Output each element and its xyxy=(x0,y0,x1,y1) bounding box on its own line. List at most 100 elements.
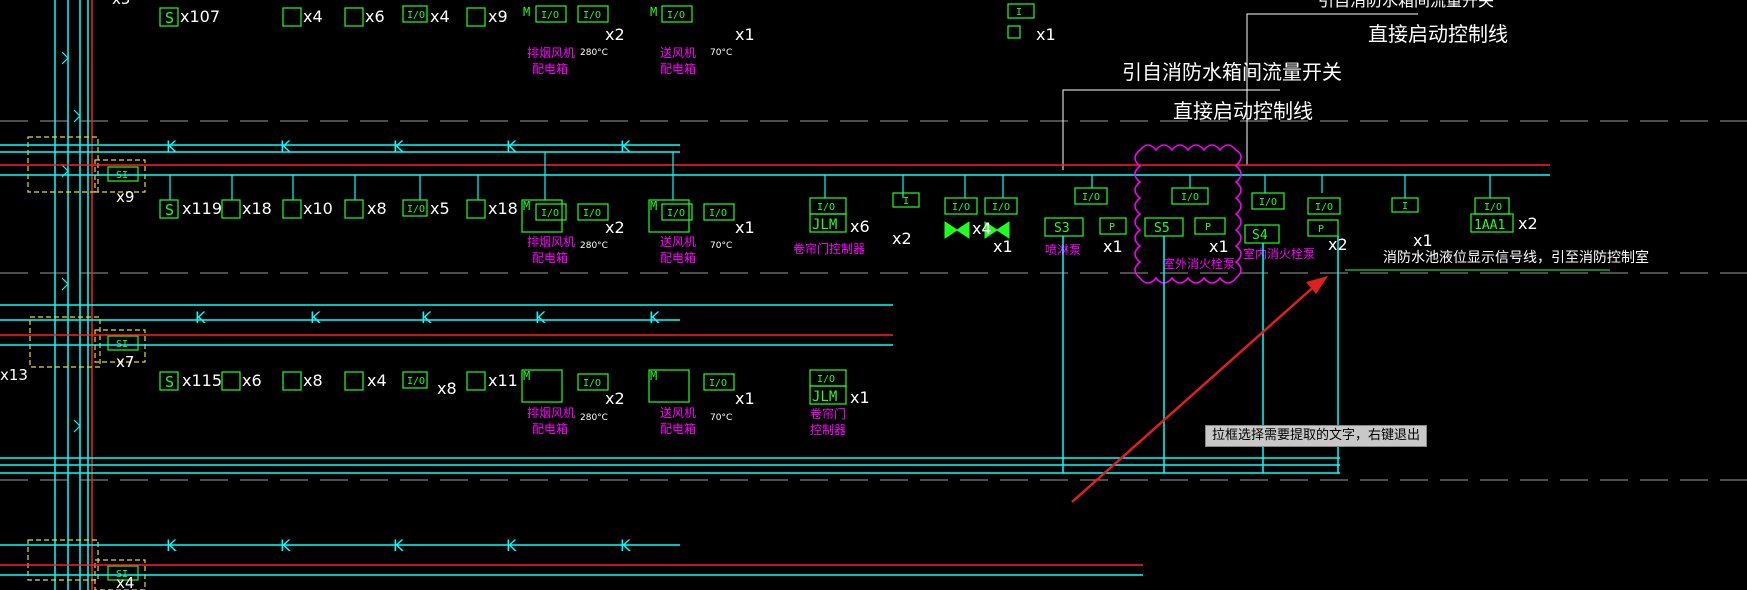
device-count: x2 xyxy=(605,218,625,237)
device-count: x8 xyxy=(367,199,387,218)
io-module-icon xyxy=(402,371,428,389)
left-count: x13 xyxy=(0,366,28,384)
device-count: x11 xyxy=(488,371,518,390)
io-label: I/O xyxy=(541,208,559,219)
io-module-icon xyxy=(1307,197,1341,215)
motor-box-icon xyxy=(521,199,563,233)
junction-box xyxy=(94,159,146,193)
temp-70-label: 70°C xyxy=(710,241,732,251)
jlm-label: JLM xyxy=(812,389,837,405)
alarm-bell-icon xyxy=(344,199,364,219)
io-module-icon xyxy=(402,5,428,23)
row1-devices xyxy=(159,3,1035,39)
input-module-icon xyxy=(1391,197,1419,213)
io-label: I/O xyxy=(709,208,727,219)
supply-fan-label: 送风机 xyxy=(660,45,696,60)
smoke-detector-glyph: S xyxy=(165,373,174,391)
jlm-module-icon xyxy=(809,213,847,233)
hydrant-button-icon xyxy=(466,371,486,391)
k-marker: K xyxy=(393,137,404,156)
direct-start-annotation: 直接启动控制线 xyxy=(1173,99,1313,123)
heat-detector-icon xyxy=(221,371,241,391)
left-count: x5 xyxy=(112,0,130,8)
exhaust-fan-label: 排烟风机 xyxy=(527,406,575,420)
revision-cloud xyxy=(1134,144,1242,284)
io-label: I/O xyxy=(667,208,685,219)
riser-break-mark xyxy=(61,277,69,291)
junction-box xyxy=(29,316,101,368)
arrow-head xyxy=(1306,276,1328,294)
pressure-icon xyxy=(1194,217,1226,235)
io-label: I/O xyxy=(583,378,601,389)
row3-device-text: S I/O I/O I/O I/O JLM M M xyxy=(165,369,837,405)
motor-label: M xyxy=(523,199,530,213)
device-count: x107 xyxy=(180,7,220,26)
smoke-detector-glyph: S xyxy=(165,201,174,219)
io-label: I/O xyxy=(583,10,601,21)
row2-bus xyxy=(0,144,1550,176)
supply-fan-label: 送风机 xyxy=(660,234,696,249)
valve-icon xyxy=(944,221,970,239)
device-count: x10 xyxy=(303,199,333,218)
valve-small-icon xyxy=(1007,25,1021,39)
device-count: x6 xyxy=(850,217,870,236)
k-marker: K xyxy=(310,308,321,327)
k-marker: K xyxy=(280,137,291,156)
io-label: I/O xyxy=(1181,192,1199,203)
k-marker: K xyxy=(166,137,177,156)
io-label: I/O xyxy=(1259,197,1277,208)
io-module-icon xyxy=(535,203,567,221)
row3-k-marks: K K K K K xyxy=(195,308,660,327)
pump-s4-icon xyxy=(1244,224,1280,244)
io-label: I/O xyxy=(407,204,425,215)
red-pointer-arrow xyxy=(1071,276,1328,503)
alarm-bell-icon xyxy=(344,371,364,391)
io-module-icon xyxy=(984,197,1018,215)
row2-magenta-labels: 排烟风机 配电箱 280°C 送风机 配电箱 70°C 卷帘门控制器 喷淋泵 室… xyxy=(527,234,1315,271)
io-module-icon xyxy=(661,5,693,23)
smoke-detector-icon xyxy=(159,371,179,391)
motor-label: M xyxy=(650,5,657,19)
temp-70-label: 70°C xyxy=(710,413,732,423)
si-module xyxy=(107,565,139,581)
device-count: x18 xyxy=(488,199,518,218)
row3-bus xyxy=(0,304,893,346)
junction-box xyxy=(94,329,146,363)
pump-s3-icon xyxy=(1044,217,1084,237)
input-module-label: I xyxy=(903,196,909,207)
input-module-icon xyxy=(892,192,920,208)
distribution-box-label: 配电箱 xyxy=(660,61,696,76)
io-label: I/O xyxy=(1315,202,1333,213)
temp-280-label: 280°C xyxy=(580,241,608,251)
heat-detector-icon xyxy=(221,199,241,219)
k-marker: K xyxy=(649,308,660,327)
device-count: x115 xyxy=(182,371,222,390)
io-module-icon xyxy=(703,203,735,221)
device-count: x1 xyxy=(1413,231,1433,250)
device-count: x4 xyxy=(303,7,323,26)
io-module-icon xyxy=(1171,187,1209,205)
riser-break-mark xyxy=(73,109,81,123)
row2-device-text: S I/O I/O I/O I/O I/O I/O JLM I I/O I/O … xyxy=(165,192,1505,243)
row4-k-marks: K K K K K xyxy=(166,536,631,555)
device-count: x8 xyxy=(303,371,323,390)
input-module-label: I xyxy=(1402,201,1408,212)
rolling-door-label: 卷帘门 xyxy=(810,406,846,421)
io-module-icon xyxy=(577,373,609,391)
io-label: I/O xyxy=(407,376,425,387)
io-label: I/O xyxy=(1484,202,1502,213)
row4-bus xyxy=(0,544,1143,576)
smoke-detector-glyph: S xyxy=(165,9,174,27)
io-label: I/O xyxy=(817,374,835,385)
io-label: I/O xyxy=(541,10,559,21)
row2-drops xyxy=(169,152,1491,200)
temperature-detector-icon xyxy=(282,7,302,27)
pump-s3-label: S3 xyxy=(1054,221,1070,236)
outdoor-hydrant-pump-label: 室外消火栓泵 xyxy=(1163,256,1235,271)
io-module-icon xyxy=(661,203,693,221)
left-riser-bus xyxy=(54,0,89,590)
distribution-box-label: 配电箱 xyxy=(532,61,568,76)
device-count: x2 xyxy=(1518,214,1538,233)
io-module-icon xyxy=(577,5,609,23)
